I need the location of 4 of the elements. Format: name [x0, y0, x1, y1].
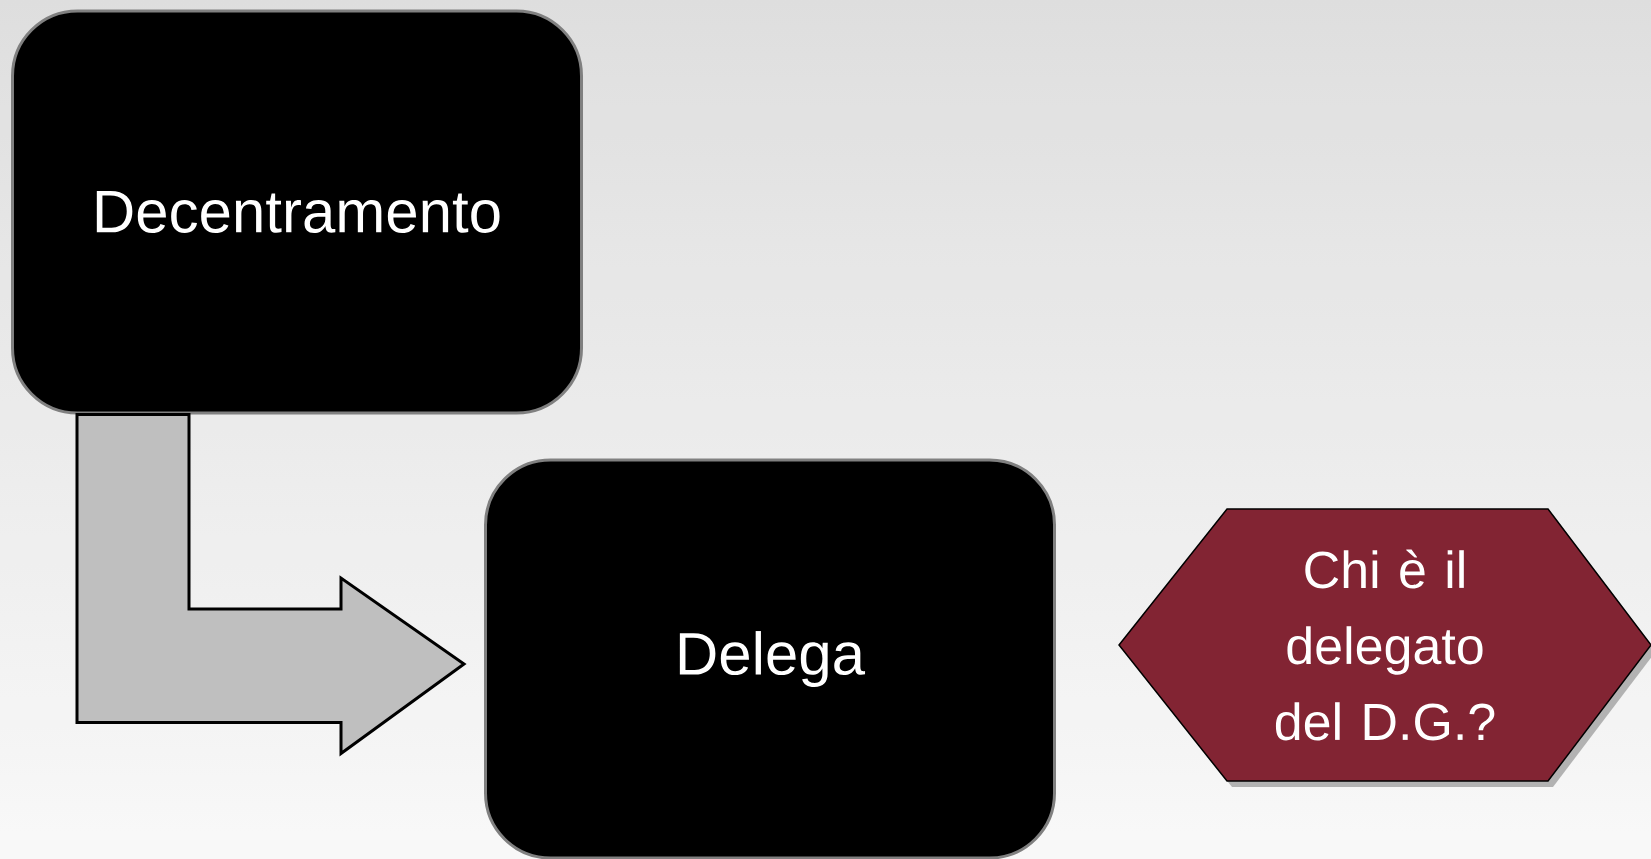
process-box: Decentramento: [11, 9, 583, 415]
block-arrow: [75, 413, 467, 757]
process-box: Delega: [484, 458, 1056, 859]
hexagon-box: Chi è il delegato del D.G.?: [1118, 508, 1651, 787]
